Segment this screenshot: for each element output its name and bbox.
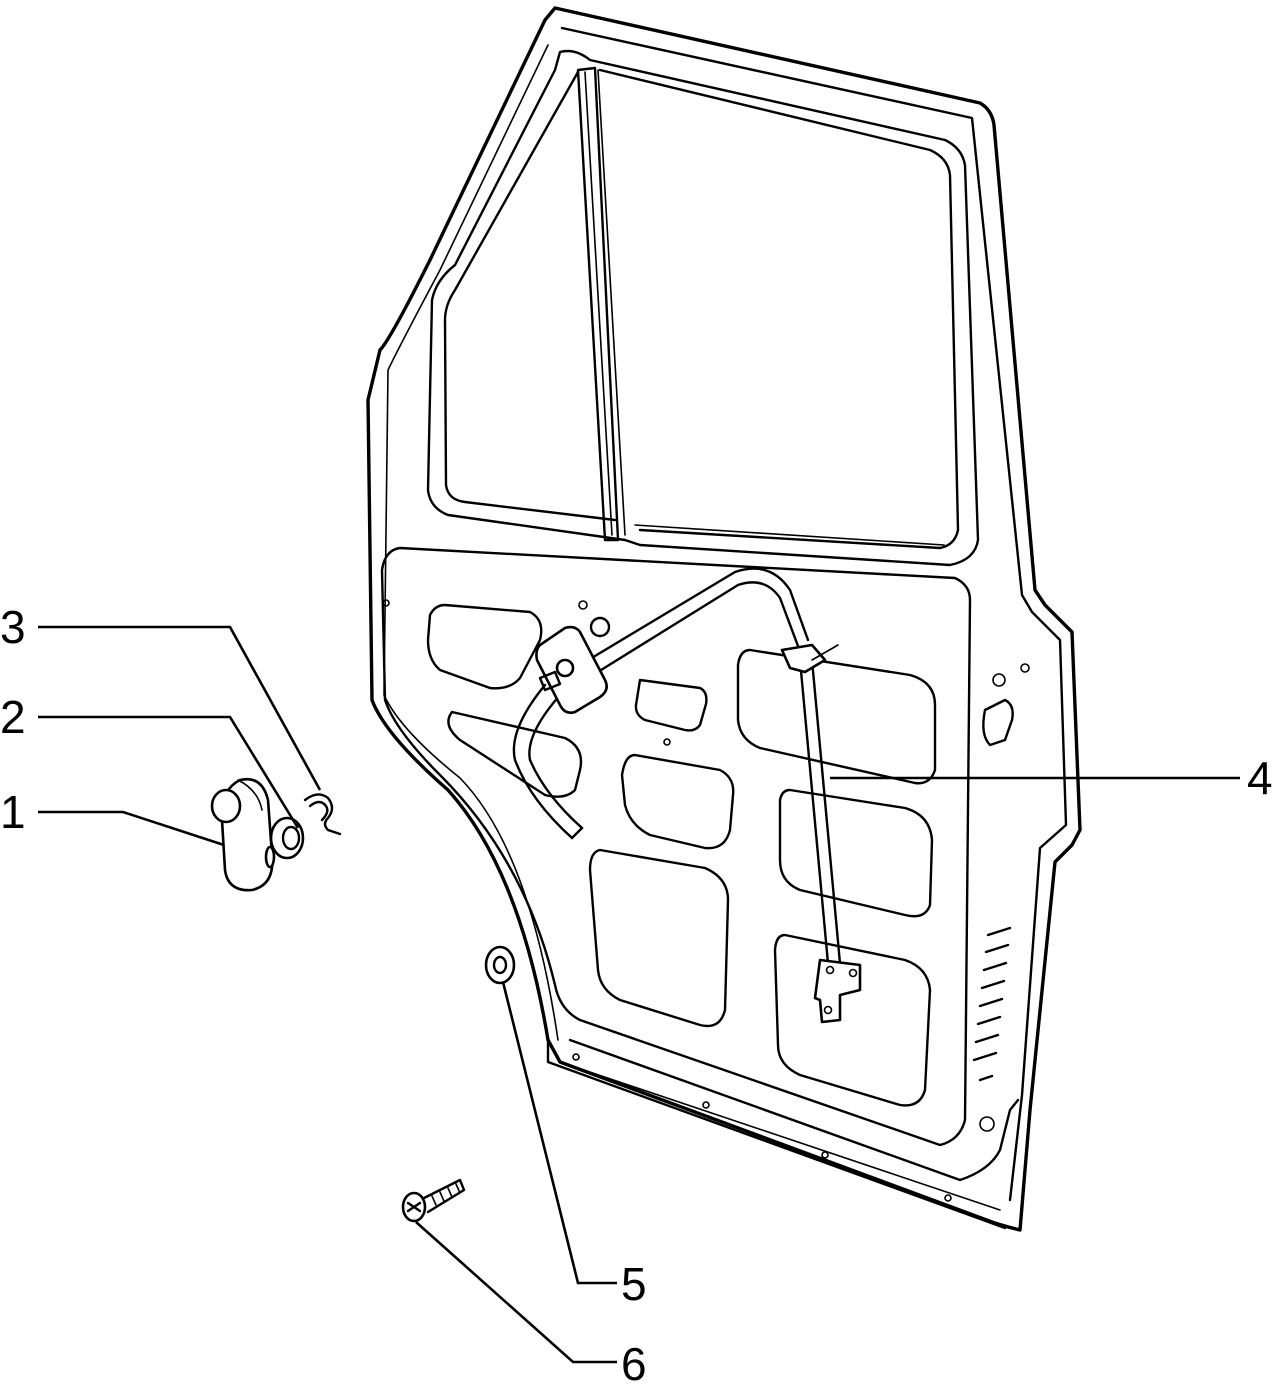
leader-2	[38, 715, 300, 829]
door-panel	[366, 6, 1082, 1232]
leader-3	[38, 625, 322, 791]
callout-label-6: 6	[621, 1338, 647, 1384]
leader-6	[415, 1221, 617, 1364]
leader-lines	[38, 625, 1240, 1364]
callout-labels: 1 2 3 4 5 6	[0, 601, 1273, 1384]
leader-1	[38, 810, 225, 847]
callout-label-4: 4	[1247, 752, 1273, 804]
callout-label-2: 2	[0, 691, 26, 743]
screw	[401, 1178, 466, 1223]
callout-label-1: 1	[0, 786, 26, 838]
callout-label-3: 3	[0, 601, 26, 653]
callout-label-5: 5	[621, 1258, 647, 1310]
retaining-clip	[303, 793, 342, 836]
washer	[484, 945, 516, 985]
window-regulator	[512, 567, 862, 1024]
crank-handle	[210, 777, 276, 892]
escutcheon-ring	[269, 816, 305, 860]
vent-slots	[972, 926, 1012, 1082]
leader-5	[501, 981, 617, 1285]
